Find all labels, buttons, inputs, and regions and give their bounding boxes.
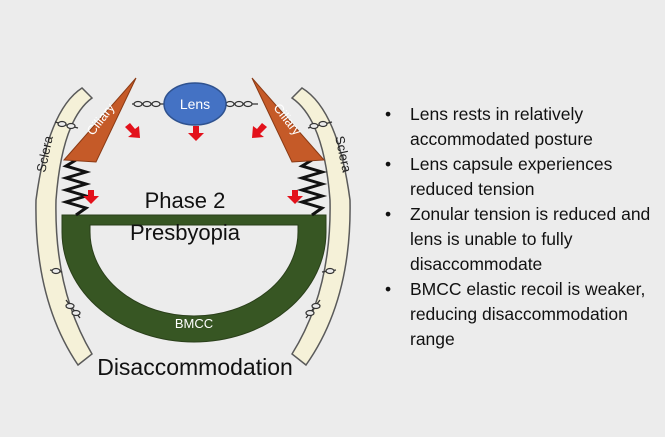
phase-subtitle: Presbyopia <box>129 220 241 245</box>
bullet-item: Zonular tension is reduced and lens is u… <box>383 202 663 277</box>
bmcc-band <box>61 214 327 343</box>
diagram-caption: Disaccommodation <box>97 354 293 380</box>
arrow-spring-left <box>83 190 99 204</box>
arrow-lens <box>188 126 204 141</box>
zonule-links <box>51 100 335 317</box>
bmcc-label: BMCC <box>175 316 213 331</box>
spring-right <box>296 158 328 217</box>
bullet-item: Lens rests in relatively accommodated po… <box>383 102 663 152</box>
spring-left <box>60 158 92 217</box>
sclera-left <box>35 87 94 367</box>
bullet-item: Lens capsule experiences reduced tension <box>383 152 663 202</box>
bullet-list: Lens rests in relatively accommodated po… <box>383 102 663 352</box>
force-arrows <box>83 123 303 204</box>
arrow-ciliary-right <box>252 123 267 138</box>
lens-label: Lens <box>180 96 210 112</box>
arrow-spring-right <box>287 190 303 204</box>
bullet-item: BMCC elastic recoil is weaker, reducing … <box>383 277 663 352</box>
sclera-right <box>290 87 351 367</box>
ciliary-left <box>62 77 137 163</box>
phase-title: Phase 2 <box>144 188 226 213</box>
lens <box>163 82 227 126</box>
ciliary-right <box>251 77 326 163</box>
arrow-ciliary-left <box>125 123 140 138</box>
